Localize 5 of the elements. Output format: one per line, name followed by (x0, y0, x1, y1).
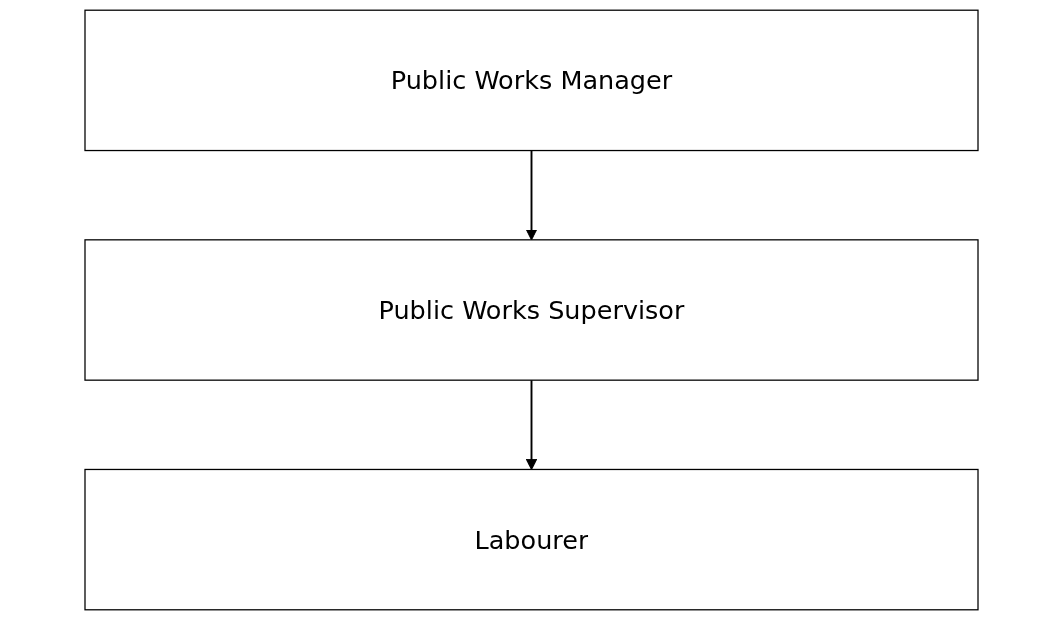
node-box: Labourer (84, 468, 979, 611)
arrow (525, 149, 538, 241)
node-box: Public Works Supervisor (84, 239, 979, 381)
node-box: Public Works Manager (84, 9, 979, 152)
arrow (525, 379, 538, 470)
